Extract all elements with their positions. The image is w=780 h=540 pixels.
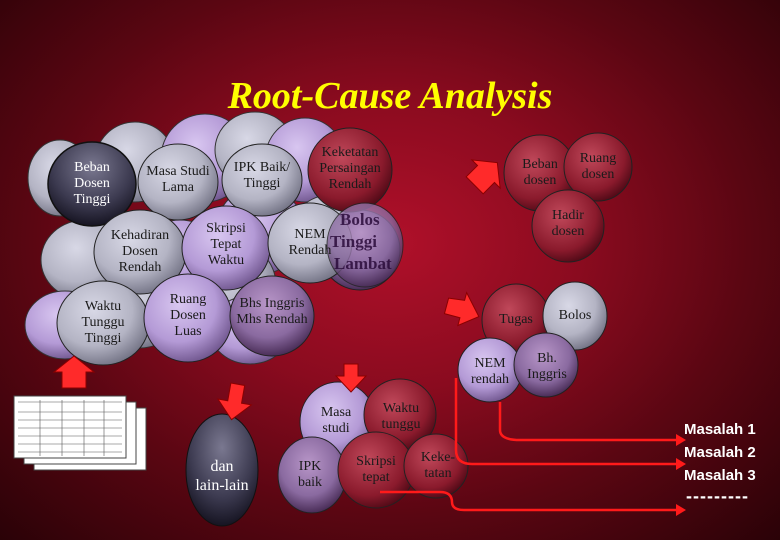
bubble-bhs-inggris <box>229 275 315 357</box>
masalah-3: Masalah 3 <box>684 467 756 484</box>
label-waktu-tunggu: Waktu tunggu <box>381 401 421 432</box>
bubble-obscured <box>326 202 404 288</box>
bubble-ruang-dosen <box>563 132 633 202</box>
label-dan-lain-lain: dan lain-lain <box>195 458 249 494</box>
masalah-1: Masalah 1 <box>684 421 756 438</box>
obscured-text-1: Bolos <box>340 210 380 229</box>
label-hadir-dosen: Hadir dosen <box>551 208 585 239</box>
label-kekeketatan: Keke- tatan <box>420 450 456 481</box>
label-nem-rendah: NEM Rendah <box>288 227 332 258</box>
label-beban-dosen-tinggi: Beban Dosen Tinggi <box>73 160 111 207</box>
obscured-text-3: Lambat <box>334 254 392 273</box>
label-skripsi-tepat: Skripsi tepat <box>356 454 396 485</box>
label-beban-dosen: Beban dosen <box>522 157 558 188</box>
label-ipk-baik-tinggi: IPK Baik/ Tinggi <box>233 160 291 191</box>
masalah-2: Masalah 2 <box>684 444 756 461</box>
label-keketatan-persaingan: Keketatan Persaingan Rendah <box>319 145 381 192</box>
bubble-bolos <box>542 281 608 351</box>
label-bhs-inggris: Bhs Inggris Mhs Rendah <box>236 296 308 327</box>
label-ruang-dosen-luas: Ruang Dosen Luas <box>169 292 207 339</box>
document-stack-icon <box>13 395 147 471</box>
label-skripsi-tepat-waktu: Skripsi Tepat Waktu <box>206 221 246 268</box>
bubble-masa-studi-lama <box>137 143 219 221</box>
bubble-ipk-baik-tinggi <box>221 143 303 217</box>
label-kehadiran-dosen-rendah: Kehadiran Dosen Rendah <box>110 228 170 275</box>
label-masa-studi-lama: Masa Studi Lama <box>146 164 210 195</box>
label-waktu-tunggu-tinggi: Waktu Tunggu Tinggi <box>81 299 125 346</box>
page-title: Root-Cause Analysis <box>227 75 553 117</box>
bubble-hadir-dosen <box>531 189 605 263</box>
label-ipk-baik: IPK baik <box>297 459 323 490</box>
label-tugas: Tugas <box>499 312 533 327</box>
label-ruang-dosen: Ruang dosen <box>579 151 617 182</box>
masalah-arrowheads <box>676 434 686 516</box>
obscured-text-2: Tinggi <box>330 232 377 251</box>
bubble-dan-lain-lain <box>185 413 259 527</box>
bubble-beban-dosen-tinggi <box>47 141 137 227</box>
bubble-bh-inggris <box>513 332 579 398</box>
label-nem-rendah-small: NEM rendah <box>470 356 510 387</box>
label-bolos: Bolos <box>558 308 592 323</box>
masalah-ellipsis: --------- <box>686 486 749 506</box>
arrow-down-lainlain <box>216 382 253 421</box>
label-masa-studi: Masa studi <box>320 405 352 436</box>
masalah-connectors <box>380 378 676 512</box>
bubble-kekeketatan <box>403 433 469 499</box>
arrow-right-tugas <box>443 291 480 327</box>
label-bh-inggris: Bh. Inggris <box>527 351 567 382</box>
arrow-up-left <box>52 355 96 389</box>
arrow-down-masa-studi <box>334 363 368 393</box>
arrow-up-beban <box>465 159 501 195</box>
